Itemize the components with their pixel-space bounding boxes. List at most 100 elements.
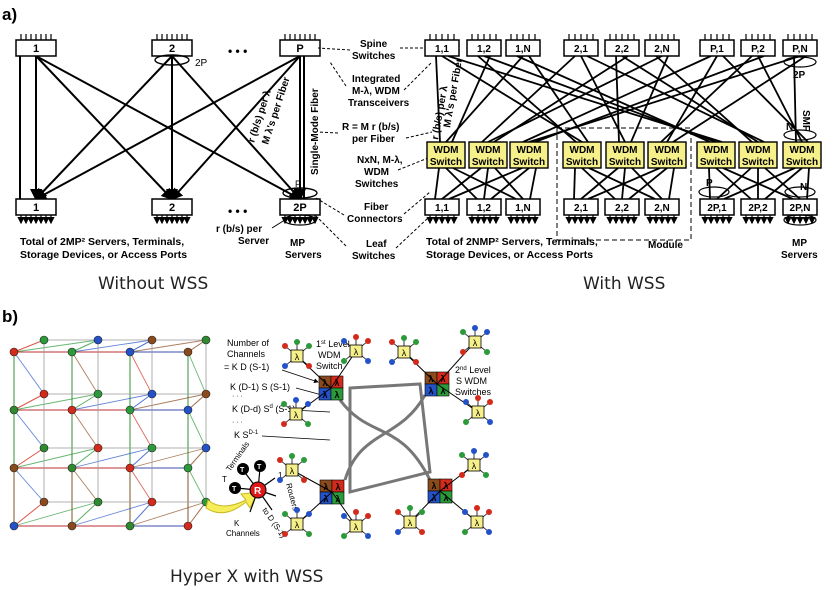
right-2p-label: 2P [793,70,806,81]
cube-node [9,405,19,415]
terminal-dot [413,339,419,345]
terminal-dot [294,507,300,513]
cube-node [183,405,193,415]
right-spine-link [672,55,807,143]
cube-node [147,443,157,453]
right-leaf-label: 2,N [654,203,670,214]
cube-link [71,447,99,469]
terminal-dot [474,505,480,511]
first-level-wdm-switch [349,344,363,358]
cube-link [129,409,153,449]
cube-link [13,409,45,449]
terminal-dot [293,397,299,403]
lambda-glyph: λ [476,408,481,418]
wdm-switch [468,141,508,169]
terminal-node-a-label: T [232,486,237,493]
cube-node [67,347,77,357]
cube-node [125,463,135,473]
first-level-wdm-switch [349,519,363,533]
right-leaf-link [806,167,810,200]
terminal-dot [306,531,312,537]
terminal-dot [407,505,413,511]
right-p-ring [698,186,730,198]
cube-node [93,497,103,507]
terminal-dot [282,363,288,369]
lambda-glyph: λ [323,494,328,504]
cube-link [13,467,45,503]
cube-link [71,351,99,395]
right-spine-label: 2,N [654,44,670,55]
left-link [34,55,301,200]
terminal-dot [486,529,492,535]
left-2p-label: 2P [195,58,208,69]
right-spine-link [481,55,576,143]
right-leaf-link [708,167,711,200]
cube-link [13,351,45,395]
cube-node [201,389,211,399]
terminal-dot [484,349,490,355]
terminal-dot [365,338,371,344]
terminal-dot [306,343,312,349]
terminal-dot [365,358,371,364]
left-2p-ring [154,54,190,66]
cube-link [13,339,45,353]
left-ellipsis-top: • • • [228,44,247,58]
terminal-dot [277,457,283,463]
first-level-wdm-switch [290,517,304,531]
caption-with-wss: With WSS [583,274,665,294]
right-spine-link [655,55,753,143]
right-p-label: P [706,178,713,189]
cube-link [71,393,153,411]
terminal-dot [341,513,347,519]
cube-link [13,393,45,411]
right-leaf-link [716,167,752,200]
lambda-glyph: λ [294,410,299,420]
cube-link [129,339,207,353]
terminal-dot [395,509,401,515]
lambda-glyph: λ [475,518,480,528]
lambda-glyph: λ [323,482,328,492]
first-level-wdm-switch [468,335,482,349]
terminal-dot [389,339,395,345]
terminal-dot [419,509,425,515]
left-leaf-label: 2P [293,202,306,214]
left-spine-label: 1 [33,43,39,55]
one-label: 1 [278,471,283,480]
wdm-switch-label-bottom: Switch [566,157,598,168]
terminal-dot [301,457,307,463]
router-node-label: R [254,486,262,497]
cube-link [71,467,99,503]
lambda-glyph: λ [431,481,436,491]
cube-node [39,443,49,453]
second-level-wss-cell [330,387,344,401]
wdm-switch-label-bottom: Switch [609,157,641,168]
lambda-glyph: λ [402,348,407,358]
right-2p-ring [783,56,817,68]
module-label: Module [648,240,683,251]
left-leaf-label: 1 [33,202,39,214]
lambda-glyph: λ [335,482,340,492]
cube-node [67,405,77,415]
terminal-dot [483,472,489,478]
terminal-node-a [229,482,241,494]
cube-node [125,521,135,531]
wdm-switch-label-top: WDM [790,145,815,156]
lambda-glyph: λ [473,338,478,348]
wdm-switch-label-top: WDM [517,145,542,156]
right-spine-link [435,55,441,143]
fiber-connectors-label-1: Fiber [364,202,389,213]
terminal-dot [460,329,466,335]
first-level-wdm-switch [290,349,304,363]
terminal-dot [301,477,307,483]
eq-dots-1: · · · [232,393,243,400]
cube-link [71,409,99,449]
left-smf-label: Single-Mode Fiber [310,88,321,175]
eq-dots-2: · · · [232,419,243,426]
left-link [170,55,301,201]
spine-label-2: Switches [352,51,396,62]
right-leaf-label: 2P,2 [748,203,768,214]
left-p-ring [282,187,318,199]
panel-a-label: a) [2,5,17,24]
integrated-label-2: M-λ, WDM [352,86,400,97]
